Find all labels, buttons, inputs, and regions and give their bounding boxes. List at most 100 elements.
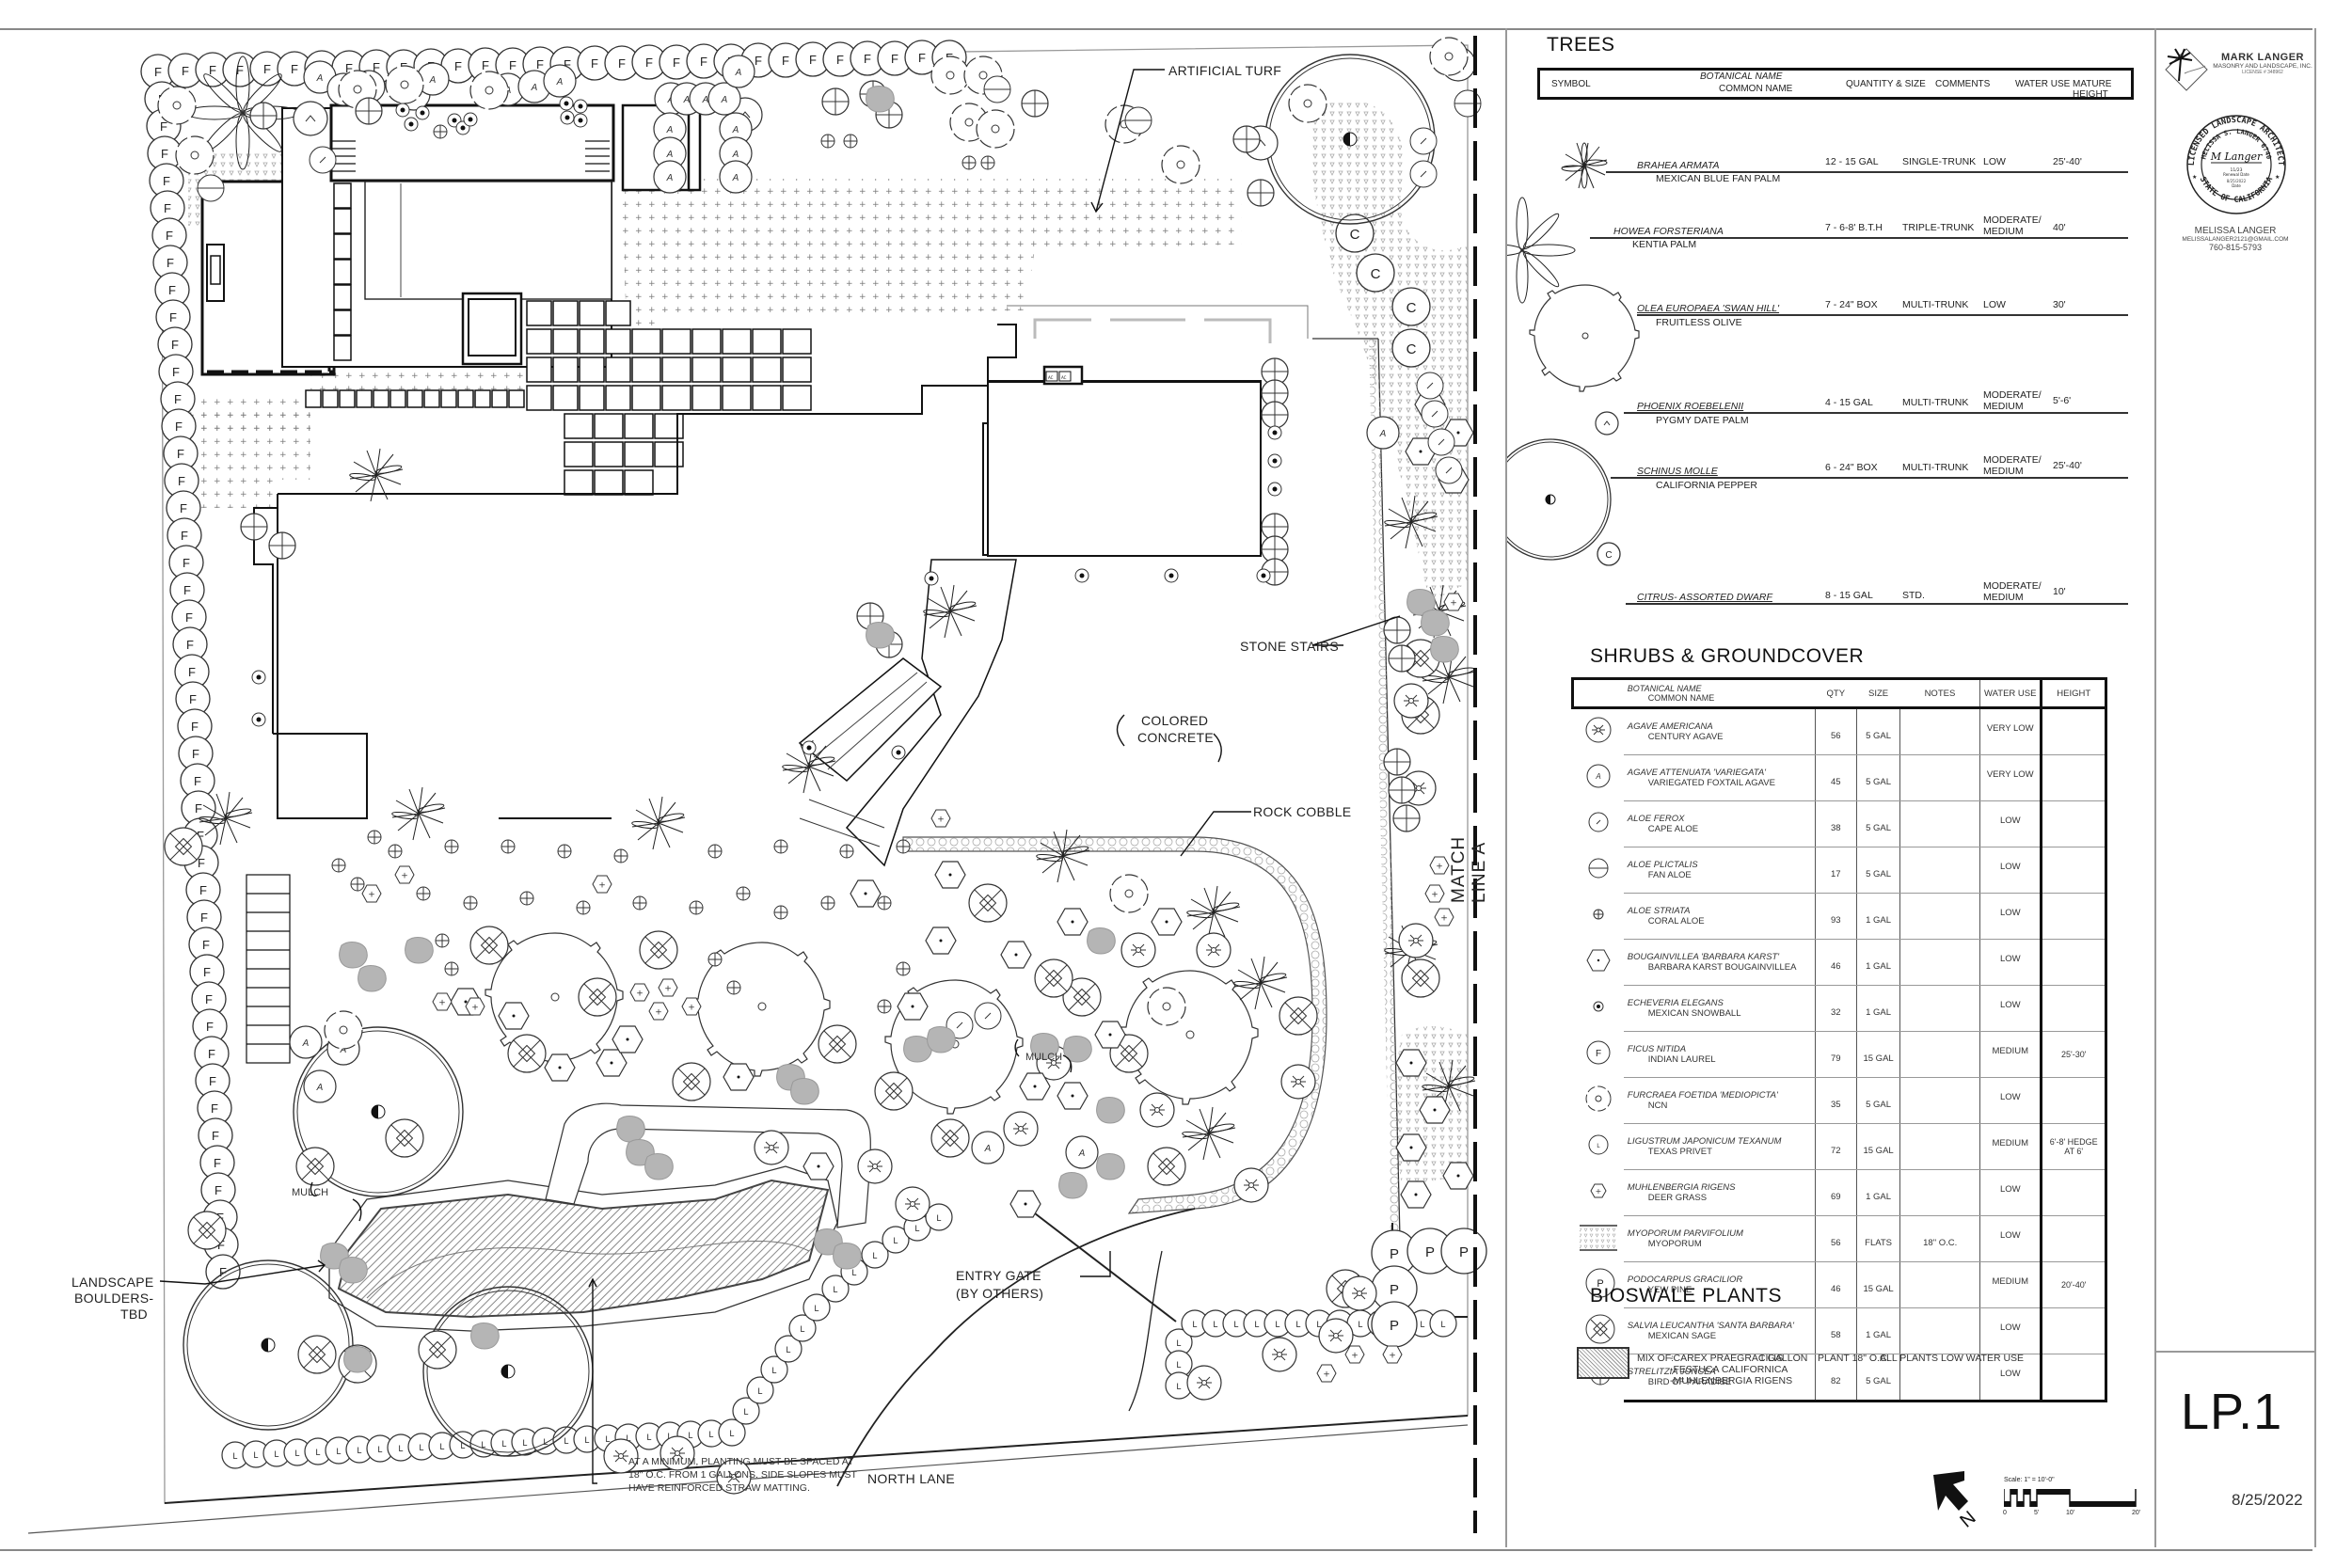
scale-tick-0: 0: [2003, 1510, 2007, 1516]
shrub-row: BOUGAINVILLEA 'BARBARA KARST'BARBARA KAR…: [1573, 939, 2107, 986]
bioswale-size: 1 GALLON: [1759, 1353, 1808, 1364]
shrub-height: [2040, 1307, 2107, 1354]
furcraea-icon: [1573, 1078, 1624, 1124]
svg-text:L: L: [1597, 1144, 1600, 1149]
shrub-water-use: LOW: [1979, 1215, 2042, 1262]
svg-text:Date: Date: [2232, 183, 2241, 188]
svg-text:C: C: [1605, 550, 1612, 561]
label-landscape-boulders-1: LANDSCAPE: [72, 1275, 154, 1290]
th-symbol: [1570, 677, 1624, 709]
contact-phone: 760-815-5793: [2208, 243, 2263, 252]
shrub-height: [2040, 939, 2107, 986]
svg-text:N: N: [1956, 1507, 1979, 1531]
pepper-tree-icon: [1507, 438, 1612, 561]
shrub-qty: 46: [1814, 1261, 1857, 1308]
shrub-size: 1 GAL: [1855, 985, 1900, 1032]
shrub-qty: 38: [1814, 800, 1857, 847]
shrub-qty: 56: [1814, 1215, 1857, 1262]
company-logo-palm-icon: [2165, 48, 2208, 91]
shrubs-title: SHRUBS & GROUNDCOVER: [1590, 645, 1865, 667]
foxtail-agave-icon: A: [1573, 755, 1624, 801]
shrub-size: 1 GAL: [1855, 893, 1900, 940]
svg-text:AC: AC: [1048, 375, 1054, 380]
shrub-size: 5 GAL: [1855, 1077, 1900, 1124]
fan-palm-icon: [1561, 142, 1608, 189]
shrub-size: 5 GAL: [1855, 800, 1900, 847]
shrub-name: BOUGAINVILLEA 'BARBARA KARST'BARBARA KAR…: [1623, 939, 1816, 986]
shrub-height: 6'-8' HEDGE AT 6': [2040, 1123, 2107, 1170]
scale-tick-20: 20': [2132, 1510, 2141, 1516]
shrub-notes: [1899, 1123, 1980, 1170]
svg-text:★: ★: [2192, 174, 2197, 181]
label-landscape-boulders-3: TBD: [120, 1307, 148, 1322]
svg-text:A: A: [1595, 772, 1600, 781]
shrub-water-use: LOW: [1979, 847, 2042, 894]
th-qty: QTY: [1815, 677, 1857, 709]
th-qty-size: QUANTITY & SIZE: [1846, 79, 1926, 89]
shrub-water-use: MEDIUM: [1979, 1123, 2042, 1170]
th-symbol: SYMBOL: [1551, 79, 1591, 89]
th-water-use: WATER USE: [2015, 79, 2071, 89]
shrub-qty: 79: [1814, 1031, 1857, 1078]
svg-text:F: F: [1596, 1049, 1601, 1059]
shrub-size: 15 GAL: [1855, 1031, 1900, 1078]
shrub-notes: [1899, 1169, 1980, 1216]
bioswale-title: BIOSWALE PLANTS: [1590, 1285, 1782, 1307]
contact-email: MELISSALANGER2121@GMAIL.COM: [2182, 236, 2289, 243]
shrub-water-use: LOW: [1979, 893, 2042, 940]
contact-info: MELISSA LANGER MELISSALANGER2121@GMAIL.C…: [2156, 226, 2314, 252]
shrub-notes: [1899, 707, 1980, 755]
shrub-size: 1 GAL: [1855, 1169, 1900, 1216]
bioswale-hatch-swatch: [1577, 1347, 1629, 1379]
svg-text:Renewal Date: Renewal Date: [2223, 172, 2249, 177]
shrub-water-use: VERY LOW: [1979, 707, 2042, 755]
label-rock-cobble: ROCK COBBLE: [1253, 804, 1352, 819]
shrub-notes: [1899, 800, 1980, 847]
svg-text:11/23: 11/23: [2231, 167, 2243, 173]
shrub-water-use: MEDIUM: [1979, 1261, 2042, 1308]
citrus-icon: C: [1597, 542, 1621, 566]
trees-title: TREES: [1547, 34, 1615, 55]
shrub-height: [2040, 847, 2107, 894]
pygmy-date-palm-icon: [1595, 411, 1619, 436]
shrub-height: [2040, 800, 2107, 847]
shrub-water-use: LOW: [1979, 1077, 2042, 1124]
shrub-size: 15 GAL: [1855, 1261, 1900, 1308]
scale-tick-5: 5': [2034, 1510, 2040, 1516]
th-water-use: WATER USE: [1979, 677, 2042, 709]
shrub-row: SALVIA LEUCANTHA 'SANTA BARBARA'MEXICAN …: [1573, 1307, 2107, 1354]
svg-text:★: ★: [2275, 174, 2280, 181]
label-colored-concrete-2: CONCRETE: [1137, 730, 1214, 745]
th-botanical: BOTANICAL NAME: [1700, 71, 1783, 82]
shrub-name: SALVIA LEUCANTHA 'SANTA BARBARA'MEXICAN …: [1623, 1307, 1816, 1354]
cape-aloe-icon: [1573, 801, 1624, 847]
th-comments: COMMENTS: [1935, 79, 1991, 89]
shrub-qty: 58: [1814, 1307, 1857, 1354]
shrub-notes: 18" O.C.: [1899, 1215, 1980, 1262]
shrub-size: 1 GAL: [1855, 939, 1900, 986]
shrub-notes: [1899, 754, 1980, 801]
deer-grass-icon: +: [1573, 1170, 1624, 1216]
myoporum-hatch-icon: [1573, 1216, 1624, 1262]
firm-license: LICENSE # 348962: [2242, 70, 2283, 75]
bioswale-legend: MIX OF: -CAREX PRAEGRACILIS -FESTUCA CAL…: [1571, 1326, 2136, 1420]
label-stone-stairs: STONE STAIRS: [1240, 639, 1339, 654]
sheet-number: LP.1: [2181, 1384, 2283, 1440]
echeveria-icon: [1573, 986, 1624, 1032]
north-arrow-icon: N: [1933, 1471, 1980, 1532]
plant-schedules: TREES SYMBOL BOTANICAL NAME COMMON NAME …: [1505, 28, 2156, 1547]
scale-label: Scale: 1" = 10'-0": [2004, 1477, 2055, 1483]
